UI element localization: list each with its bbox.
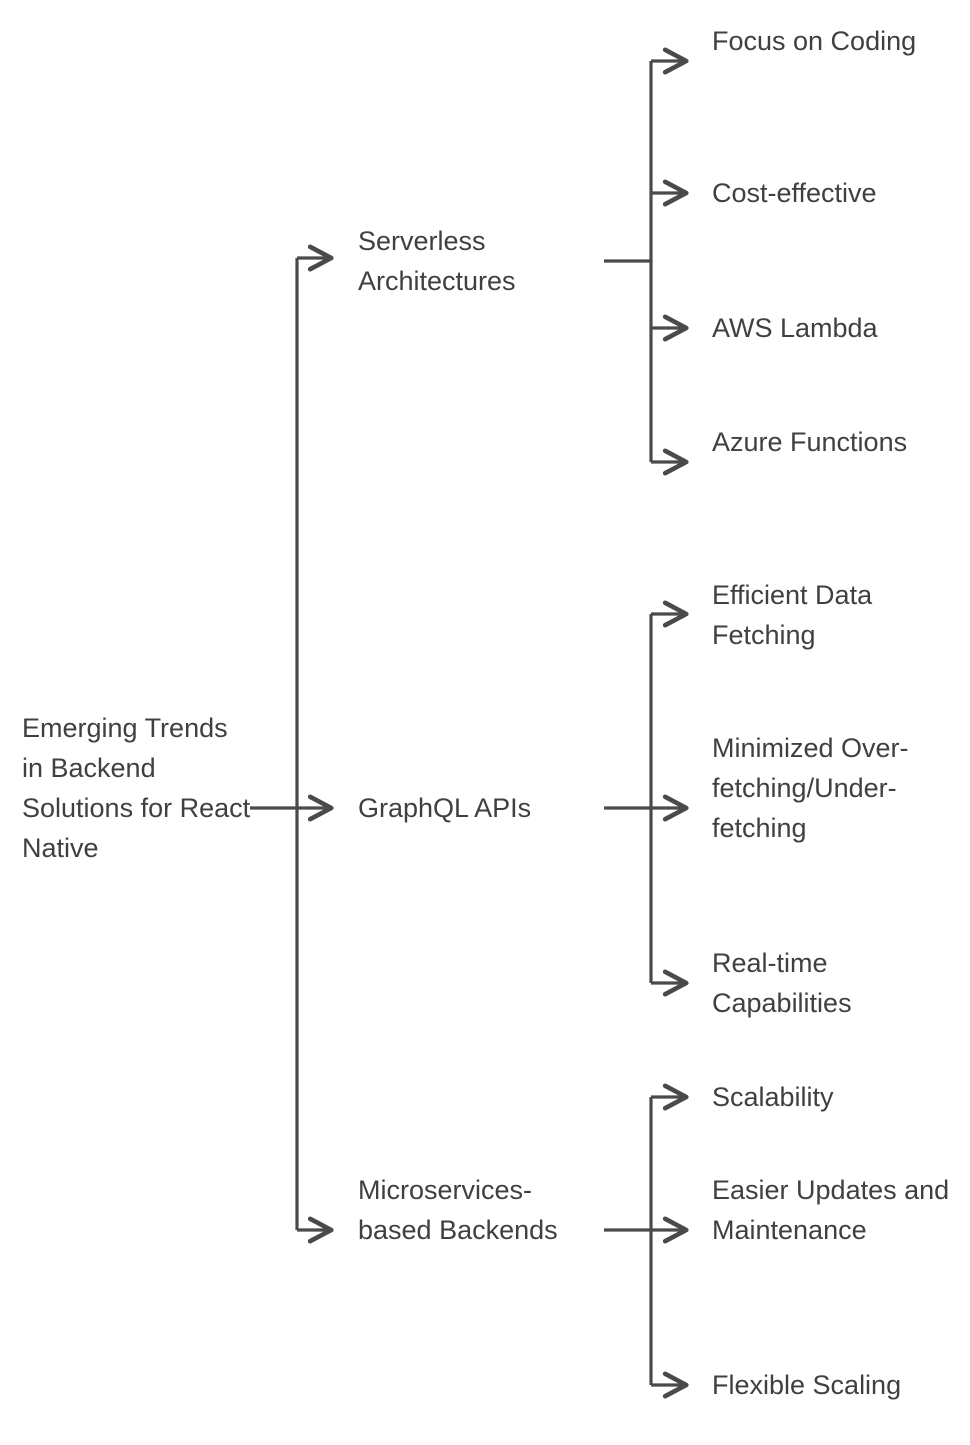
node-leaf-easier-updates-and-maintenance[interactable]: Easier Updates and Maintenance	[712, 1175, 950, 1245]
node-leaf-scalability[interactable]: Scalability	[712, 1082, 834, 1112]
node-branch-serverless-architectures[interactable]: Serverless Architectures	[358, 226, 516, 296]
node-leaf-real-time-capabilities[interactable]: Real-time Capabilities	[712, 948, 852, 1018]
node-leaf-minimized-over-fetching-under-fetching[interactable]: Minimized Over-fetching/Under-fetching	[712, 733, 909, 843]
node-root-emerging-trends[interactable]: Emerging Trends in Backend Solutions for…	[22, 713, 251, 863]
node-leaf-flexible-scaling[interactable]: Flexible Scaling	[712, 1370, 902, 1400]
node-branch-graphql-apis[interactable]: GraphQL APIs	[358, 793, 532, 823]
node-leaf-focus-on-coding[interactable]: Focus on Coding	[712, 26, 917, 56]
node-leaf-cost-effective[interactable]: Cost-effective	[712, 178, 877, 208]
node-leaf-azure-functions[interactable]: Azure Functions	[712, 427, 908, 457]
node-leaf-efficient-data-fetching[interactable]: Efficient Data Fetching	[712, 580, 873, 650]
node-branch-microservices-based-backends[interactable]: Microservices-based Backends	[358, 1175, 558, 1245]
node-leaf-aws-lambda[interactable]: AWS Lambda	[712, 313, 878, 343]
